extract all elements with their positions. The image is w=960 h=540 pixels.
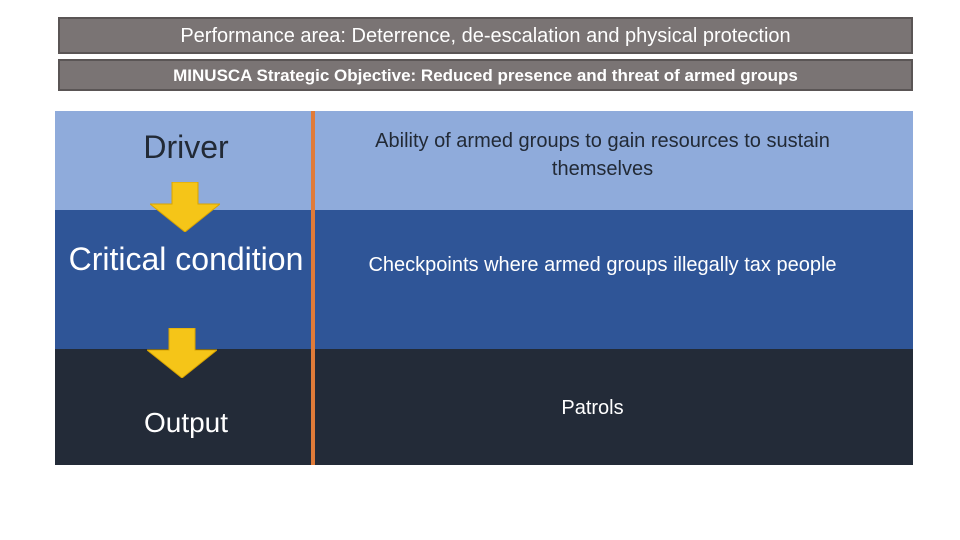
strategic-objective-banner: MINUSCA Strategic Objective: Reduced pre…: [58, 59, 913, 91]
output-row: Output Patrols: [55, 349, 913, 465]
down-arrow-icon: [150, 182, 220, 232]
performance-area-banner: Performance area: Deterrence, de-escalat…: [58, 17, 913, 54]
output-description: Patrols: [561, 397, 624, 419]
critical-condition-row: Critical condition Checkpoints where arm…: [55, 210, 913, 349]
driver-label: Driver: [143, 129, 229, 165]
down-arrow-icon: [147, 328, 217, 378]
critical-condition-description: Checkpoints where armed groups illegally…: [368, 254, 837, 276]
critical-condition-label: Critical condition: [68, 241, 304, 277]
driver-description: Ability of armed groups to gain resource…: [375, 130, 830, 180]
output-label: Output: [143, 407, 229, 438]
column-divider: [311, 111, 315, 465]
